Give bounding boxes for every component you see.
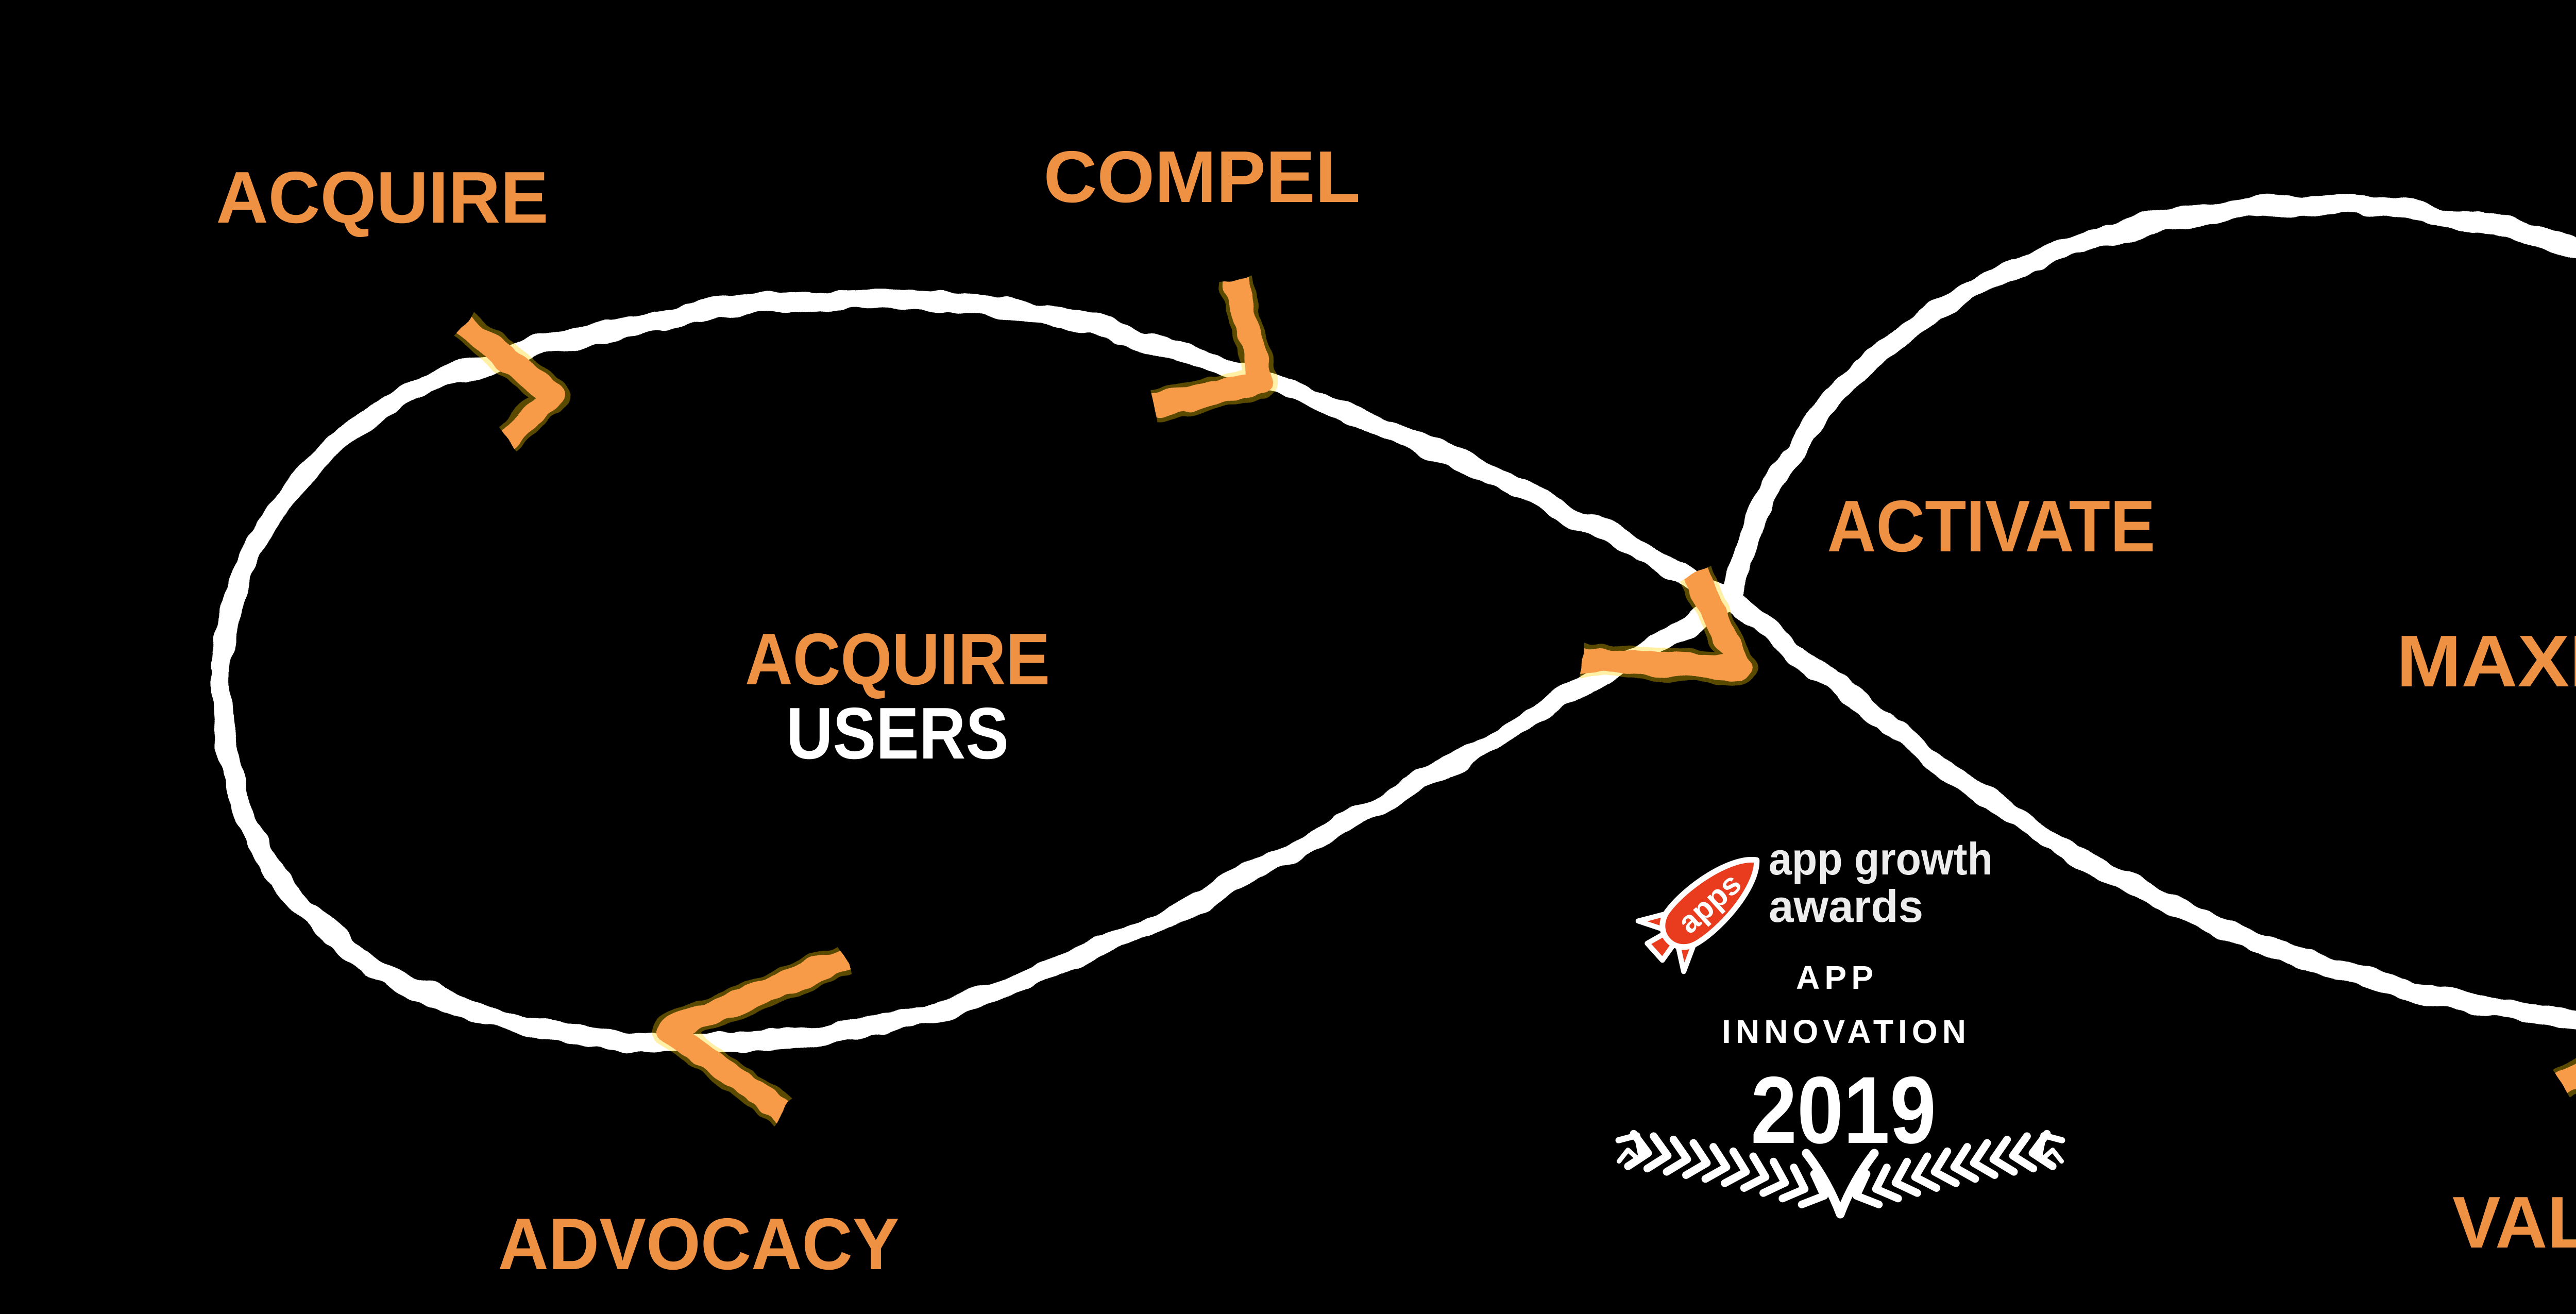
badge-category-line1: APP bbox=[1796, 959, 1873, 996]
label-compel: COMPEL bbox=[1044, 136, 1361, 218]
right-loop-title-line1: MAXIMISE USER bbox=[2397, 620, 2576, 702]
label-activate: ACTIVATE bbox=[1827, 485, 2156, 567]
acquire-arrow-icon bbox=[453, 312, 570, 451]
label-validate: VALIDATE bbox=[2452, 1182, 2576, 1264]
advocacy-arrow-icon bbox=[653, 945, 851, 1125]
activate-arrow-icon bbox=[1582, 566, 1756, 684]
infinity-loop-curve bbox=[212, 195, 2576, 1053]
label-advocacy: ADVOCACY bbox=[498, 1203, 900, 1285]
badge-wordmark-line1: app growth bbox=[1769, 833, 1993, 884]
label-acquire: ACQUIRE bbox=[216, 157, 549, 239]
flow-arrows bbox=[453, 277, 2576, 1125]
award-badge: apps app growth awards APP INNOVATION 20… bbox=[1618, 833, 2063, 1219]
badge-wordmark-line2: awards bbox=[1769, 881, 1923, 932]
left-loop-title-line1: ACQUIRE bbox=[745, 618, 1050, 700]
laurel-wreath-icon bbox=[1618, 1128, 2063, 1219]
compel-arrow-icon bbox=[1150, 277, 1277, 422]
badge-category-line2: INNOVATION bbox=[1722, 1013, 1966, 1050]
right-loop-title: MAXIMISE USER VALUE bbox=[2397, 620, 2576, 702]
left-loop-title-line2: USERS bbox=[786, 693, 1009, 774]
badge-year: 2019 bbox=[1751, 1057, 1936, 1164]
rocket-icon: apps bbox=[1635, 856, 1760, 974]
left-loop-title: ACQUIRE USERS bbox=[745, 618, 1050, 774]
